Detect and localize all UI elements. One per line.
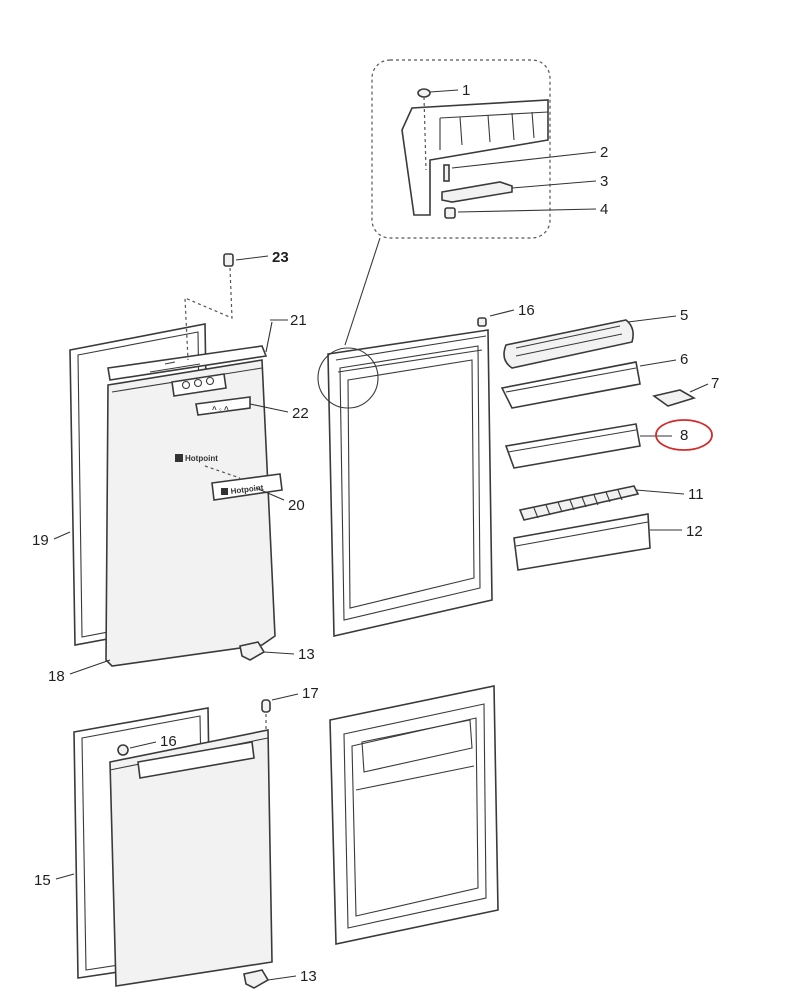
door-hinge-corner [401, 99, 549, 216]
upper-liner-frame [327, 329, 493, 637]
lower-door-assembly: 16 17 15 13 [34, 685, 319, 989]
callout-18: 18 [48, 668, 65, 685]
part-5-dairy-cover [503, 319, 634, 369]
part-21-top-trim [107, 345, 268, 381]
callout-13-lower: 13 [300, 968, 317, 985]
callout-19: 19 [32, 532, 49, 549]
detail-inset: 1 2 3 4 [344, 59, 608, 346]
door-balconies: 5 6 7 8 11 12 [500, 307, 719, 571]
part-23-clip [223, 253, 234, 267]
part-11-bottle-rack [518, 485, 640, 521]
part-8-highlight [655, 419, 713, 451]
part-13-lower-hinge-upper [239, 641, 266, 661]
part-7-egg-tray [652, 389, 697, 407]
lower-door-panel [109, 729, 273, 987]
part-6-balcony [500, 361, 641, 409]
callout-20: 20 [288, 497, 305, 514]
part-8-bottle-shelf [504, 423, 641, 469]
door-brand-text: Hotpoint [185, 454, 218, 463]
part-4-bush [444, 207, 456, 219]
brand-logo-mark [175, 454, 183, 462]
part-16-cap-lower [117, 744, 129, 756]
callout-13-upper: 13 [298, 646, 315, 663]
inset-origin-circle [317, 347, 379, 409]
callout-5: 5 [680, 307, 688, 324]
lower-door-handle [137, 741, 255, 779]
part-16-cap-upper [477, 317, 487, 327]
brand-label-text: Hotpoint [230, 483, 264, 496]
control-panel [171, 373, 227, 397]
callout-15: 15 [34, 872, 51, 889]
upper-door-liner: 16 [317, 302, 535, 637]
callout-16-upper: 16 [518, 302, 535, 319]
part-18-door-panel [105, 359, 276, 667]
detail-inset-frame [371, 59, 551, 239]
callout-21: 21 [290, 312, 307, 329]
callout-22: 22 [292, 405, 309, 422]
part-1-cap [417, 88, 431, 98]
lower-door-liner [329, 685, 499, 945]
callout-1: 1 [462, 82, 470, 99]
callout-16-lower: 16 [160, 733, 177, 750]
lower-liner-frame [329, 685, 499, 945]
svg-text:^ ◦ ^: ^ ◦ ^ [212, 405, 229, 414]
part-20-brand-label [211, 473, 283, 501]
callout-12: 12 [686, 523, 703, 540]
callout-4: 4 [600, 201, 608, 218]
callout-23: 23 [272, 249, 289, 266]
callout-6: 6 [680, 351, 688, 368]
callout-11: 11 [688, 486, 704, 503]
callout-17: 17 [302, 685, 319, 702]
part-2-screw [443, 164, 450, 182]
callout-8: 8 [680, 427, 688, 444]
detail-inset-connector [344, 237, 381, 346]
upper-door-assembly: ^ ◦ ^ Hotpoint Hotpoint 21 23 22 20 19 1… [32, 249, 315, 685]
callout-7: 7 [711, 375, 719, 392]
part-13-lower-hinge-lower [243, 969, 270, 989]
part-22-display [195, 396, 251, 416]
part-17-pin [261, 699, 271, 713]
callout-3: 3 [600, 173, 608, 190]
part-12-bottle-balcony [513, 513, 651, 571]
callout-2: 2 [600, 144, 608, 161]
part-3-hinge [441, 181, 513, 203]
